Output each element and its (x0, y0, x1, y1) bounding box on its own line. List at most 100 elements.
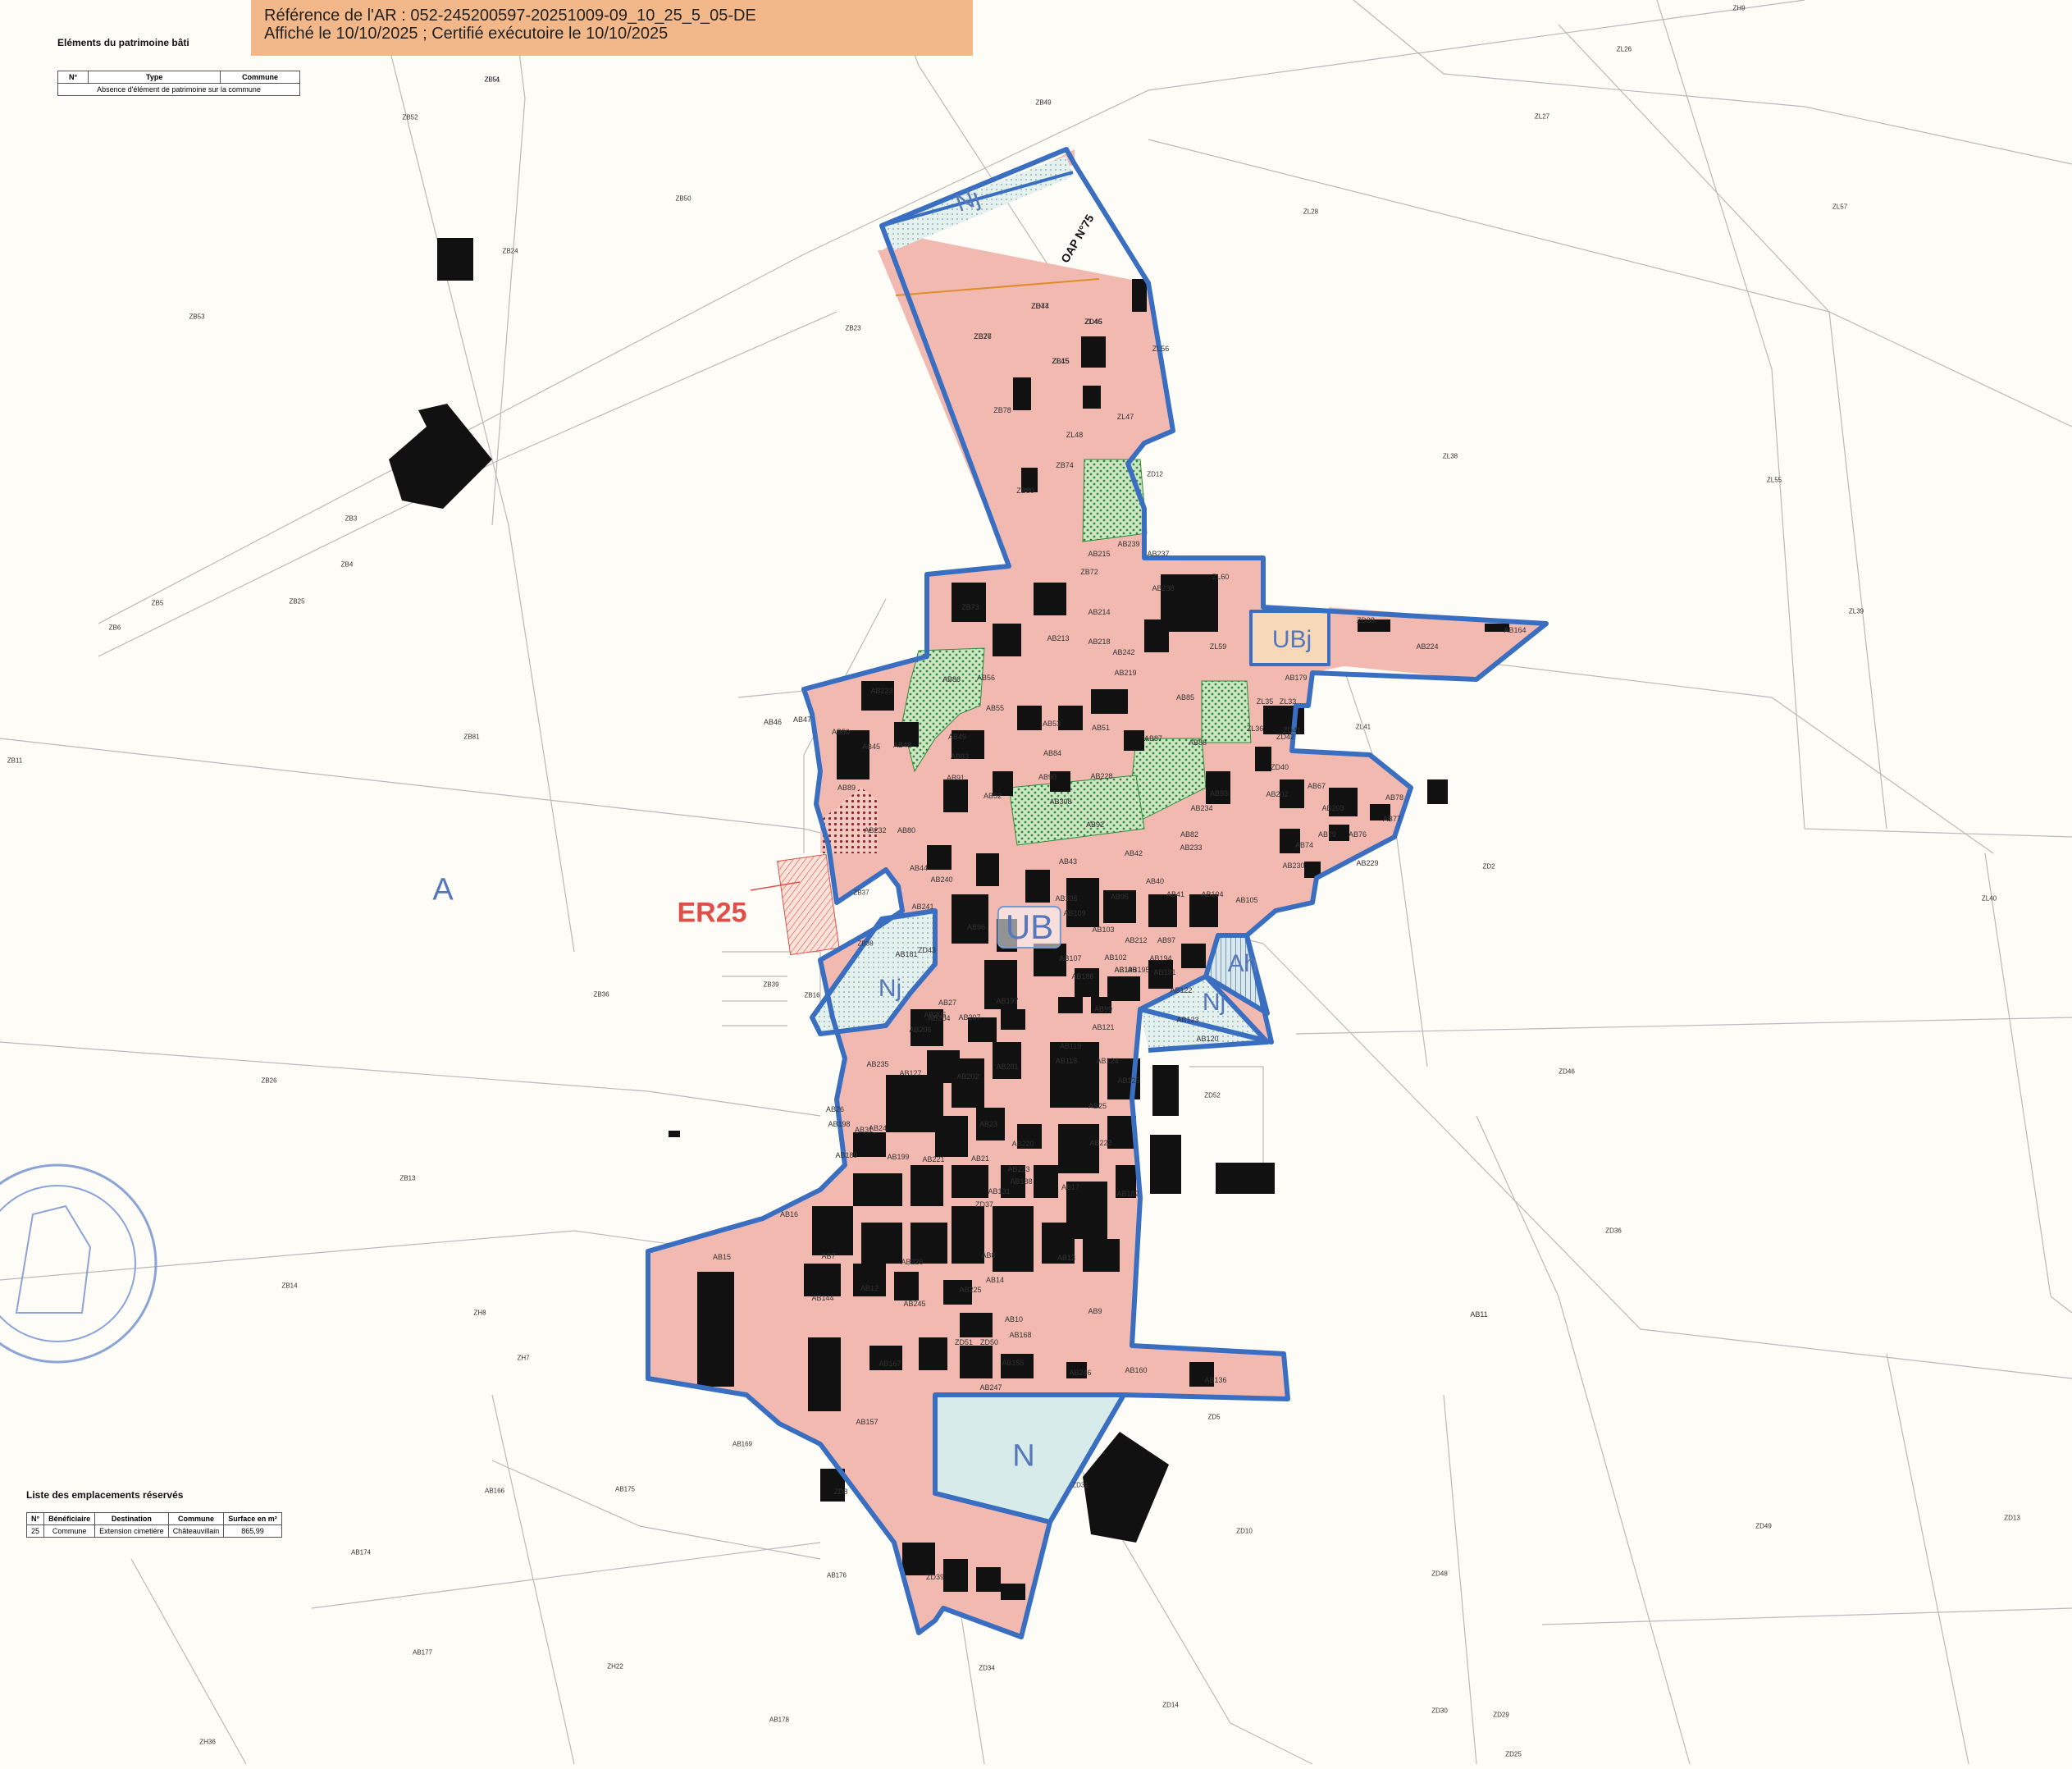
parcel-label: AB155 (1002, 1359, 1025, 1367)
parcel-label: AB104 (1201, 890, 1224, 898)
parcel-label: AB86 (942, 675, 961, 683)
reserved-cell: Extension cimetière (94, 1524, 169, 1538)
parcel-label: AB169 (732, 1440, 753, 1448)
parcel-label: ZB77 (1031, 302, 1049, 310)
heritage-dotted-area (820, 788, 878, 853)
parcel-label: ZD46 (1559, 1067, 1575, 1076)
parcel-label: ZL45 (1052, 357, 1070, 365)
parcel-label: AB93 (1209, 789, 1229, 798)
parcel-label: ZD10 (1236, 1527, 1253, 1535)
parcel-label: AB174 (350, 1548, 372, 1556)
table-row: 25 Commune Extension cimetière Châteauvi… (25, 1524, 282, 1538)
parcel-label: AB228 (1090, 772, 1113, 780)
parcel-label: AB197 (996, 997, 1019, 1005)
parcel-label: ZL28 (1303, 208, 1319, 216)
parcel-label: AB218 (1088, 638, 1111, 646)
parcel-label: ZD25 (1505, 1750, 1522, 1758)
parcel-label: AB26 (825, 1105, 845, 1113)
parcel-label: AB107 (1059, 954, 1082, 962)
n-zone-area (935, 1395, 1124, 1522)
parcel-label: ZB38 (857, 939, 874, 948)
parcel-label: AB52 (983, 792, 1002, 800)
parcel-label: AB131 (988, 1187, 1011, 1195)
parcel-label: AB194 (1149, 954, 1172, 962)
parcel-label: AB48 (892, 741, 912, 749)
parcel-label: ZD5 (1207, 1413, 1221, 1421)
parcel-label: ZD30 (1431, 1707, 1448, 1715)
parcel-label: AB123 (1176, 1016, 1199, 1024)
parcel-label: ZD13 (2004, 1514, 2020, 1522)
parcel-label: AB213 (1047, 634, 1070, 642)
parcel-label: AB10 (1004, 1315, 1024, 1323)
parcel-label: ZL33 (1279, 697, 1297, 706)
oap-boundary-line (895, 278, 1100, 296)
parcel-label: ZL39 (1848, 607, 1864, 615)
garden-areas (901, 459, 1252, 846)
parcel-label: ZB80 (1016, 487, 1034, 495)
parcel-label: ZD48 (1431, 1570, 1448, 1578)
parcel-label: AB17 (1061, 1183, 1080, 1191)
parcel-label: AB23 (979, 1120, 998, 1128)
parcel-label: AB202 (956, 1072, 979, 1081)
parcel-label: AB230 (1282, 862, 1305, 870)
parcel-label: ZB76 (974, 332, 992, 341)
parcel-label: AB178 (769, 1716, 790, 1724)
parcel-label: AB167 (879, 1360, 901, 1368)
parcel-label: AB234 (1190, 804, 1213, 812)
parcel-label: AB186 (1071, 972, 1094, 980)
parcel-label: AB16 (779, 1210, 799, 1218)
parcel-label: AB105 (1235, 896, 1258, 904)
reserved-cell: Commune (43, 1524, 96, 1538)
parcel-label: AB199 (887, 1153, 910, 1161)
isolated-buildings (389, 238, 1275, 1543)
parcel-label: ZD12 (1147, 470, 1163, 478)
parcel-label: ZD8 (833, 1488, 848, 1496)
parcel-label: AB9 (1088, 1307, 1102, 1315)
parcel-label: AB102 (1104, 953, 1127, 962)
parcel-label: AB80 (897, 826, 916, 834)
parcel-label: AB233 (1180, 843, 1203, 852)
parcel-label: ZB81 (463, 733, 480, 741)
parcel-label: AB15 (712, 1253, 732, 1261)
parcel-label: AB83 (950, 752, 970, 761)
nj-west-area (812, 911, 935, 1034)
parcel-label: AB43 (1058, 857, 1078, 866)
parcel-label: AB85 (1175, 693, 1195, 702)
parcel-label: AB225 (959, 1286, 982, 1294)
parcel-label: ZB13 (399, 1174, 416, 1182)
parcel-label: ZB27 (974, 332, 992, 341)
reserved-title: Liste des emplacements réservés (26, 1489, 184, 1501)
parcel-label: AB196 (1114, 966, 1137, 974)
parcel-label: ZD38 (1356, 616, 1376, 624)
parcel-label: AB245 (903, 1300, 926, 1308)
parcel-label: AB56 (976, 674, 996, 682)
parcel-label: AB144 (811, 1294, 834, 1302)
parcel-label: AB90 (1038, 773, 1057, 781)
parcel-label: ZB53 (189, 313, 205, 321)
parcel-label: ZL46 (1084, 318, 1102, 326)
parcel-label: AB204 (928, 1014, 951, 1022)
parcel-label: ZB14 (281, 1282, 298, 1290)
parcel-label: ZB5 (151, 599, 164, 607)
parcel-label: ZB50 (675, 194, 691, 203)
parcel-label: AB109 (1063, 909, 1086, 917)
parcel-label: AB106 (1055, 894, 1078, 903)
parcel-label: AB212 (1125, 936, 1148, 944)
parcel-label: ZD52 (1204, 1091, 1221, 1099)
parcel-label: AB44 (909, 864, 929, 872)
parcel-label: AB11 (1470, 1310, 1488, 1319)
village-buildings (697, 279, 1509, 1600)
parcel-label: ZL56 (1152, 345, 1170, 353)
posting-line: Affiché le 10/10/2025 ; Certifié exécuto… (264, 25, 669, 43)
parcel-label: ZH7 (517, 1354, 530, 1362)
parcel-label: AB239 (1117, 540, 1140, 548)
parcel-label: AB79 (1317, 830, 1337, 839)
parcel-label: AB157 (856, 1418, 879, 1426)
parcel-label: AB182 (1116, 1190, 1139, 1198)
parcel-label: AB13 (1057, 1254, 1076, 1262)
heritage-col-number: N° (57, 71, 89, 84)
parcel-label: AB235 (866, 1060, 889, 1068)
parcel-label: AB31 (854, 1126, 874, 1134)
zone-label-ah: Ah (1227, 950, 1258, 977)
